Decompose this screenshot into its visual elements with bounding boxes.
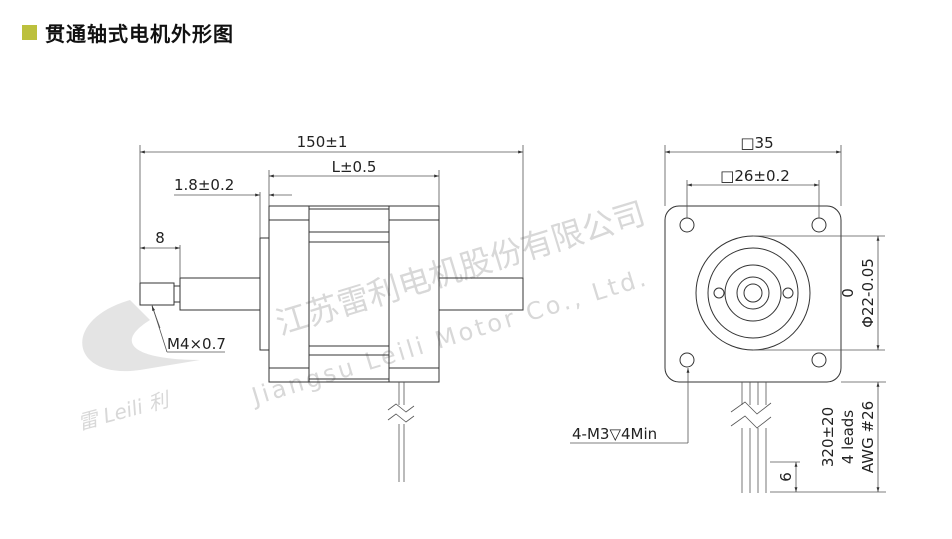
dim-square: □35 <box>740 134 773 152</box>
flange-square <box>664 205 842 383</box>
logo-mark <box>82 300 200 372</box>
drawing-line <box>724 264 782 322</box>
dim-pilot-dia: Φ22-0.05 <box>859 258 877 328</box>
dim-strip: 6 <box>777 472 795 482</box>
dim-hole-pitch: □26±0.2 <box>720 167 790 185</box>
drawing-line <box>679 217 695 233</box>
title-text: 贯通轴式电机外形图 <box>45 22 234 46</box>
drawing-line <box>151 305 161 329</box>
lead-count: 4 leads <box>839 410 857 464</box>
dim-body-length: L±0.5 <box>332 158 377 176</box>
section-title: 贯通轴式电机外形图 <box>22 18 234 47</box>
flange <box>259 237 270 351</box>
drawing-line <box>811 352 827 368</box>
lead-screw-left <box>179 277 261 311</box>
drawing-line <box>736 276 770 310</box>
side-view: 150±1 L±0.5 1.8±0.2 8 M4×0.7 <box>139 133 524 482</box>
drawing-line <box>679 352 695 368</box>
lead-awg: AWG #26 <box>859 401 877 473</box>
title-marker <box>22 25 37 40</box>
drawing-line <box>782 287 794 299</box>
watermark-logo: 雷 Leili 利 <box>75 387 174 435</box>
dim-thread-length: 8 <box>155 229 165 247</box>
dim-overall-length: 150±1 <box>297 133 348 151</box>
dim-lead-length: 320±20 <box>819 407 837 467</box>
drawing-line <box>173 285 181 303</box>
drawing-line <box>811 217 827 233</box>
mount-holes-spec: 4-M3▽4Min <box>572 425 657 443</box>
thread-spec: M4×0.7 <box>167 335 226 353</box>
drawing-line <box>707 247 799 339</box>
drawing-line <box>730 401 772 429</box>
drawing-line <box>743 283 763 303</box>
drawing-line <box>713 287 725 299</box>
drawing-line <box>387 403 415 423</box>
dim-pilot-tol: 0 <box>839 288 857 298</box>
end-thread <box>139 282 175 306</box>
leads <box>730 382 772 493</box>
dim-flange: 1.8±0.2 <box>174 176 234 194</box>
front-view: □35 □26±0.2 0 Φ22-0.05 4-M3▽4Min 320±20 … <box>570 134 886 493</box>
motor-body <box>268 205 440 383</box>
